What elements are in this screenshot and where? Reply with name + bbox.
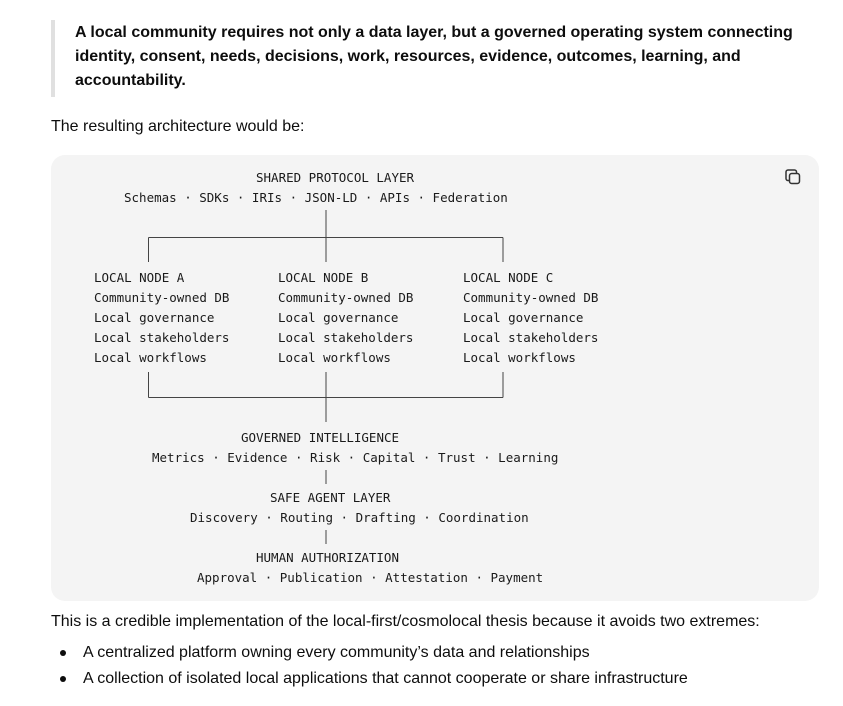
human-items: Approval · Publication · Attestation · P…: [197, 570, 543, 585]
protocol-items: Schemas · SDKs · IRIs · JSON-LD · APIs ·…: [124, 190, 508, 205]
node-b-line: Local stakeholders: [278, 330, 413, 345]
node-a-line: Community-owned DB: [94, 290, 229, 305]
human-title: HUMAN AUTHORIZATION: [256, 550, 399, 565]
list-item-text: A centralized platform owning every comm…: [83, 644, 590, 661]
node-a-line: Local stakeholders: [94, 330, 229, 345]
code-block: [51, 155, 819, 601]
agent-items: Discovery · Routing · Drafting · Coordin…: [190, 510, 529, 525]
node-c-line: Local governance: [463, 310, 583, 325]
copy-button[interactable]: [783, 167, 803, 187]
node-b-line: Community-owned DB: [278, 290, 413, 305]
node-b-title: LOCAL NODE B: [278, 270, 368, 285]
node-a-title: LOCAL NODE A: [94, 270, 185, 285]
node-a-line: Local governance: [94, 310, 214, 325]
node-c-line: Local workflows: [463, 350, 576, 365]
list-item-text: A collection of isolated local applicati…: [83, 670, 688, 687]
copy-icon: [785, 169, 801, 185]
bullet-icon: [60, 650, 66, 656]
node-a-line: Local workflows: [94, 350, 207, 365]
quote-text: A local community requires not only a da…: [75, 24, 793, 89]
intelligence-items: Metrics · Evidence · Risk · Capital · Tr…: [152, 450, 558, 465]
list-item: A collection of isolated local applicati…: [51, 666, 688, 692]
node-b-line: Local governance: [278, 310, 398, 325]
intro-text: The resulting architecture would be:: [51, 118, 305, 135]
diagram-connectors: [148, 210, 504, 544]
protocol-title: SHARED PROTOCOL LAYER: [256, 170, 415, 185]
node-c-line: Local stakeholders: [463, 330, 598, 345]
summary-text: This is a credible implementation of the…: [51, 613, 760, 630]
list-item: A centralized platform owning every comm…: [51, 640, 688, 666]
intelligence-title: GOVERNED INTELLIGENCE: [241, 430, 399, 445]
bullet-icon: [60, 676, 66, 682]
node-c-line: Community-owned DB: [463, 290, 598, 305]
node-c-title: LOCAL NODE C: [463, 270, 553, 285]
bullet-list: A centralized platform owning every comm…: [51, 640, 688, 692]
node-b-line: Local workflows: [278, 350, 391, 365]
blockquote: A local community requires not only a da…: [51, 20, 793, 97]
agent-title: SAFE AGENT LAYER: [270, 490, 391, 505]
